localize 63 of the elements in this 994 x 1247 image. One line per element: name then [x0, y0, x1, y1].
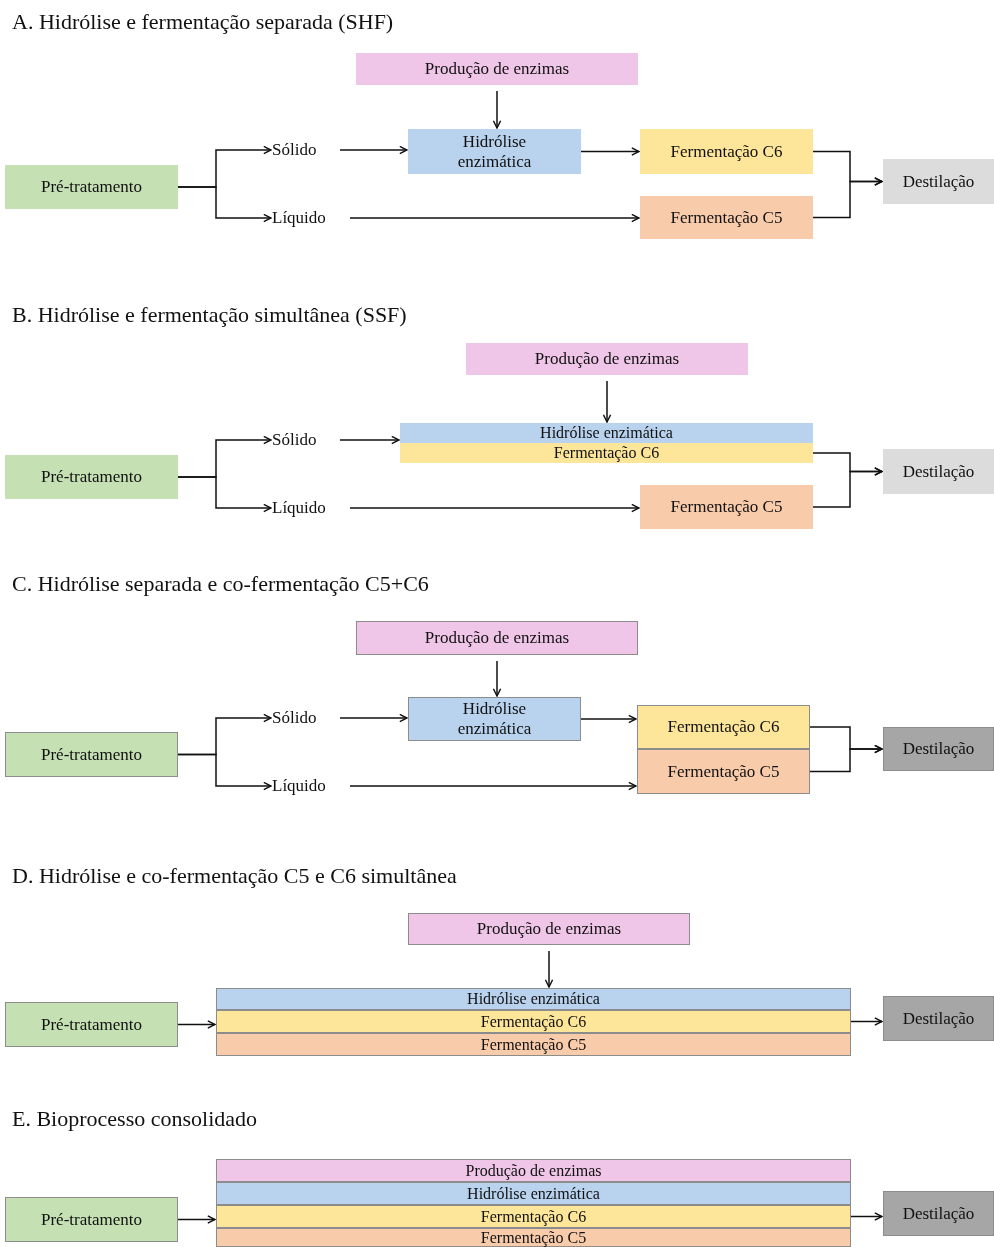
process-box: Fermentação C5 — [640, 485, 813, 529]
process-band: Hidrólise enzimática — [216, 1182, 851, 1205]
process-box: Produção de enzimas — [356, 53, 638, 85]
process-box: Fermentação C5 — [640, 196, 813, 239]
process-box: Hidrólise enzimática — [408, 697, 581, 741]
arrow — [177, 1215, 216, 1224]
stream-label: Sólido — [272, 428, 336, 452]
process-box: Pré-tratamento — [5, 1197, 178, 1242]
section-title: E. Bioprocesso consolidado — [12, 1105, 258, 1133]
process-box: Fermentação C6 — [637, 705, 810, 749]
arrow — [349, 503, 640, 513]
process-box: Hidrólise enzimática — [408, 129, 581, 174]
arrow — [602, 380, 612, 423]
process-box: Pré-tratamento — [5, 732, 178, 777]
stream-label: Líquido — [272, 496, 346, 520]
arrow — [349, 213, 640, 223]
stream-label: Líquido — [272, 774, 346, 798]
arrow — [339, 713, 408, 723]
stream-label: Sólido — [272, 138, 336, 162]
process-box: Pré-tratamento — [5, 455, 178, 499]
process-box: Fermentação C6 — [640, 129, 813, 174]
arrow — [177, 476, 272, 513]
process-box: Produção de enzimas — [466, 343, 748, 375]
section-title: B. Hidrólise e fermentação simultânea (SSF) — [12, 301, 407, 329]
arrow — [339, 435, 400, 445]
arrow — [349, 781, 637, 791]
process-band: Fermentação C5 — [216, 1033, 851, 1056]
arrow — [812, 177, 883, 219]
process-band: Produção de enzimas — [216, 1159, 851, 1182]
arrow — [812, 467, 883, 508]
arrow — [492, 90, 502, 129]
process-band: Fermentação C6 — [216, 1205, 851, 1228]
process-box: Pré-tratamento — [5, 1002, 178, 1047]
process-band: Hidrólise enzimática — [216, 988, 851, 1010]
stream-label: Sólido — [272, 706, 336, 730]
process-band: Fermentação C6 — [216, 1010, 851, 1033]
arrow — [580, 714, 637, 724]
arrow — [850, 1212, 883, 1221]
arrow — [492, 660, 502, 697]
process-band: Fermentação C5 — [216, 1228, 851, 1247]
process-box: Destilação — [883, 449, 994, 494]
arrow — [177, 753, 272, 791]
process-box: Destilação — [883, 727, 994, 771]
arrow — [544, 950, 554, 988]
process-band: Hidrólise enzimática — [400, 423, 813, 443]
arrow — [177, 1020, 216, 1029]
section-title: A. Hidrólise e fermentação separada (SHF) — [12, 8, 394, 36]
process-box: Produção de enzimas — [356, 621, 638, 655]
process-box: Destilação — [883, 1191, 994, 1236]
process-box: Produção de enzimas — [408, 913, 690, 945]
arrow — [339, 145, 408, 155]
stream-label: Líquido — [272, 206, 346, 230]
arrow — [580, 147, 640, 156]
section-title: C. Hidrólise separada e co-fermentação C5+C6 — [12, 570, 429, 598]
arrow — [850, 1017, 883, 1026]
process-box: Destilação — [883, 159, 994, 204]
arrow — [809, 744, 883, 773]
process-box: Destilação — [883, 996, 994, 1041]
arrow — [177, 186, 272, 223]
process-box: Fermentação C5 — [637, 749, 810, 794]
process-band: Fermentação C6 — [400, 443, 813, 463]
process-box: Pré-tratamento — [5, 165, 178, 209]
section-title: D. Hidrólise e co-fermentação C5 e C6 simultânea — [12, 862, 457, 890]
